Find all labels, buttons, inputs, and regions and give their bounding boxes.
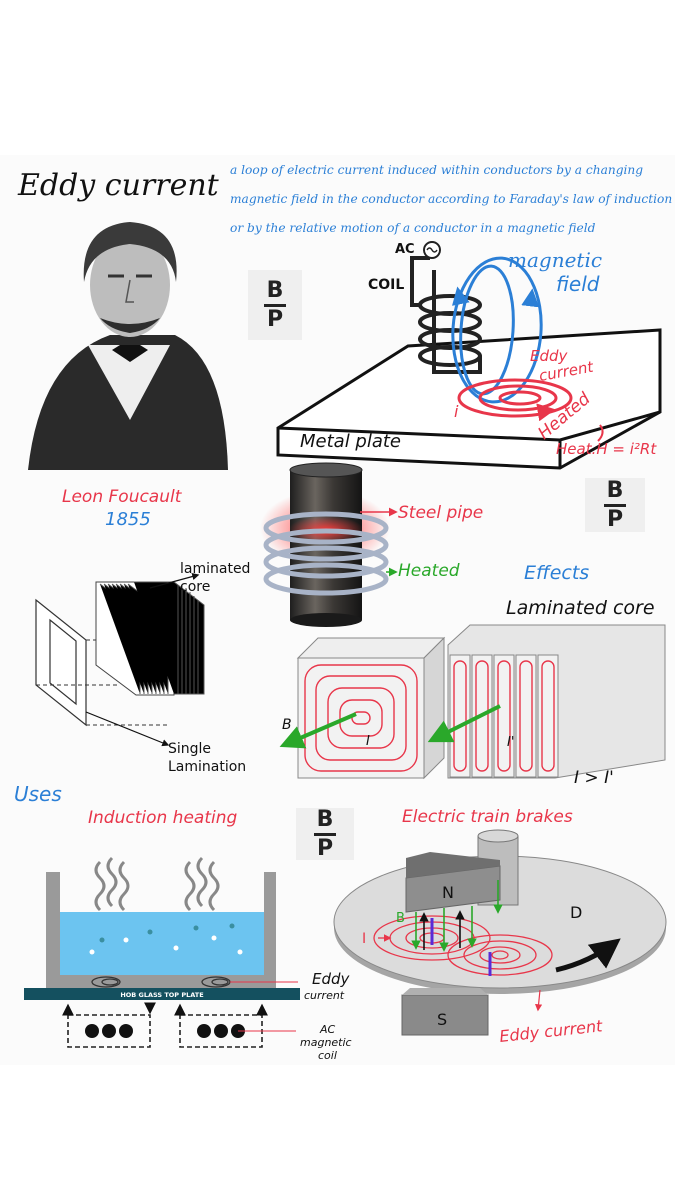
solid-core-block bbox=[279, 636, 446, 780]
laminated-core-block bbox=[427, 624, 666, 779]
magnetic-field-label-2: field bbox=[556, 272, 600, 296]
brake-eddy-current-label: Eddy current bbox=[498, 1016, 603, 1046]
ac-label: AC bbox=[395, 242, 415, 257]
pipe-heated-label: Heated bbox=[398, 561, 460, 581]
uses-heading: Uses bbox=[14, 782, 62, 806]
definition-line-1: a loop of electric current induced withi… bbox=[230, 163, 644, 177]
laminated-core-diagram bbox=[35, 573, 205, 747]
ac-coil-label-3: coil bbox=[318, 1049, 337, 1062]
ac-coil-label-1: AC bbox=[319, 1023, 336, 1036]
heat-formula: Heat.H = i²Rt bbox=[556, 440, 657, 458]
single-lamination-label-1: Single bbox=[168, 741, 211, 757]
logo-letter-top: B bbox=[606, 477, 624, 503]
logo-letter-top: B bbox=[316, 806, 334, 832]
pot-eddy-label-1: Eddy bbox=[312, 970, 351, 988]
magnetic-field-label-1: magnetic bbox=[508, 248, 602, 272]
single-lamination-label-2: Lamination bbox=[168, 759, 246, 775]
induction-pot-diagram bbox=[24, 856, 300, 1048]
logo-letter-bottom: P bbox=[606, 506, 624, 532]
coil-label: COIL bbox=[368, 277, 404, 293]
definition-line-3: or by the relative motion of a conductor… bbox=[230, 221, 596, 235]
laminated-core-label-1: laminated bbox=[180, 561, 250, 577]
disc-label: D bbox=[570, 903, 582, 922]
b-field-label: B bbox=[282, 717, 292, 733]
train-brake-disc-diagram bbox=[333, 829, 667, 1036]
coil-metal-plate-diagram bbox=[276, 241, 662, 470]
train-brakes-heading: Electric train brakes bbox=[402, 807, 573, 827]
foucault-portrait bbox=[28, 222, 228, 470]
eddy-label-1: Eddy bbox=[530, 347, 569, 365]
logo-letter-bottom: P bbox=[266, 306, 284, 332]
scientist-name: Leon Foucault bbox=[62, 487, 183, 507]
pot-eddy-label-2: current bbox=[304, 989, 345, 1002]
metal-plate-label: Metal plate bbox=[300, 431, 401, 452]
page-title: Eddy current bbox=[18, 168, 219, 203]
brake-b-label: B bbox=[396, 911, 405, 926]
effects-heading: Effects bbox=[524, 562, 589, 584]
steel-pipe-label: Steel pipe bbox=[398, 503, 483, 523]
brake-i-label: I bbox=[362, 931, 366, 947]
south-pole-label: S bbox=[437, 1010, 447, 1029]
logo-letter-bottom: P bbox=[316, 835, 334, 861]
current-i-label: I bbox=[366, 734, 370, 749]
definition-line-2: magnetic field in the conductor accordin… bbox=[230, 192, 673, 206]
current-i-prime-label: I' bbox=[507, 735, 514, 750]
scientist-year: 1855 bbox=[105, 509, 151, 530]
north-pole-label: N bbox=[442, 883, 454, 902]
ac-coil-label-2: magnetic bbox=[300, 1036, 352, 1049]
coil-turns bbox=[410, 256, 482, 374]
steel-pipe-diagram bbox=[260, 462, 398, 627]
eddy-current-loops bbox=[457, 378, 573, 422]
current-inequality: I > I' bbox=[574, 768, 614, 788]
hob-plate-label: HOB GLASS TOP PLATE bbox=[120, 991, 203, 999]
logo-letter-top: B bbox=[266, 277, 284, 303]
current-symbol: i bbox=[454, 402, 459, 421]
induction-heating-heading: Induction heating bbox=[88, 808, 237, 828]
laminated-core-label-2: core bbox=[180, 579, 210, 595]
laminated-core-heading: Laminated core bbox=[506, 597, 655, 619]
